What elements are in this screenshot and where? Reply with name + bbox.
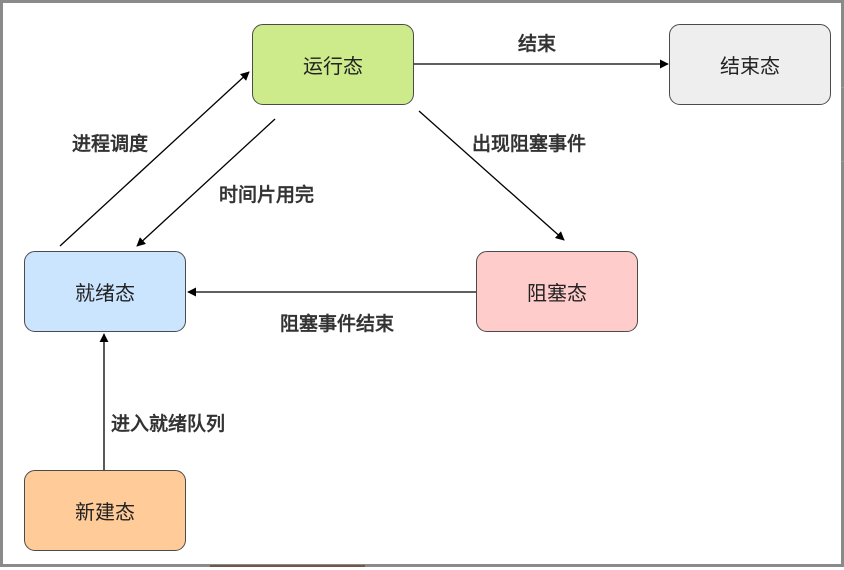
- transition-arrows: [59, 59, 669, 470]
- state-terminated[interactable]: 结束态: [669, 24, 831, 105]
- label-admit: 进入就绪队列: [111, 413, 226, 435]
- edge-tick-right-top: [841, 87, 844, 88]
- state-running[interactable]: 运行态: [252, 24, 414, 105]
- arrow-dispatch: [59, 71, 250, 247]
- label-dispatch: 进程调度: [72, 133, 149, 155]
- state-running-label: 运行态: [303, 54, 363, 78]
- state-blocked-label: 阻塞态: [527, 281, 587, 305]
- state-ready-label: 就绪态: [75, 281, 135, 305]
- arrow-timeout: [136, 118, 276, 247]
- arrow-block: [418, 110, 565, 241]
- edge-tick-right-mid: [841, 161, 844, 162]
- state-new-label: 新建态: [75, 500, 135, 524]
- label-timeout: 时间片用完: [219, 184, 315, 206]
- edge-tick-bottom: [210, 565, 365, 567]
- state-new[interactable]: 新建态: [24, 470, 186, 551]
- state-ready[interactable]: 就绪态: [24, 251, 186, 332]
- label-unblock: 阻塞事件结束: [280, 313, 395, 335]
- label-block: 出现阻塞事件: [472, 133, 587, 155]
- state-blocked[interactable]: 阻塞态: [476, 251, 638, 332]
- state-terminated-label: 结束态: [720, 54, 780, 78]
- label-finish: 结束: [518, 33, 557, 55]
